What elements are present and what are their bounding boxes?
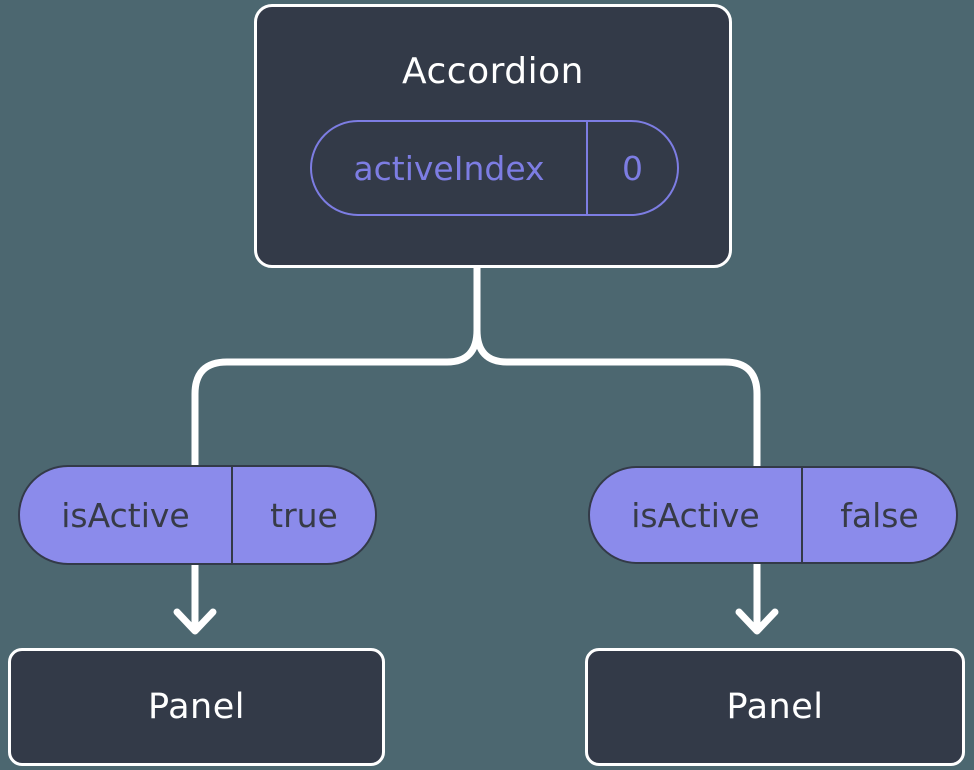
- panel-node-title: Panel: [726, 687, 824, 727]
- prop-key-label: isActive: [590, 468, 803, 562]
- prop-pill-isactive-true: isActive true: [18, 465, 377, 565]
- arrow-down-icon: [173, 608, 217, 635]
- state-pill-activeindex: activeIndex 0: [310, 120, 679, 216]
- prop-pill-isactive-false: isActive false: [588, 466, 958, 564]
- panel-node-left: Panel: [8, 648, 385, 766]
- connector-right-branch: [473, 329, 761, 630]
- arrow-down-icon: [735, 608, 779, 635]
- connector-left-branch: [191, 265, 481, 630]
- panel-node-title: Panel: [148, 687, 245, 727]
- state-key-label: activeIndex: [312, 122, 588, 214]
- prop-value-label: true: [270, 495, 338, 535]
- state-value-label: 0: [622, 148, 643, 188]
- prop-value-label: false: [840, 495, 919, 535]
- prop-key-label: isActive: [20, 467, 233, 563]
- panel-node-right: Panel: [585, 648, 965, 766]
- accordion-node-title: Accordion: [402, 51, 584, 92]
